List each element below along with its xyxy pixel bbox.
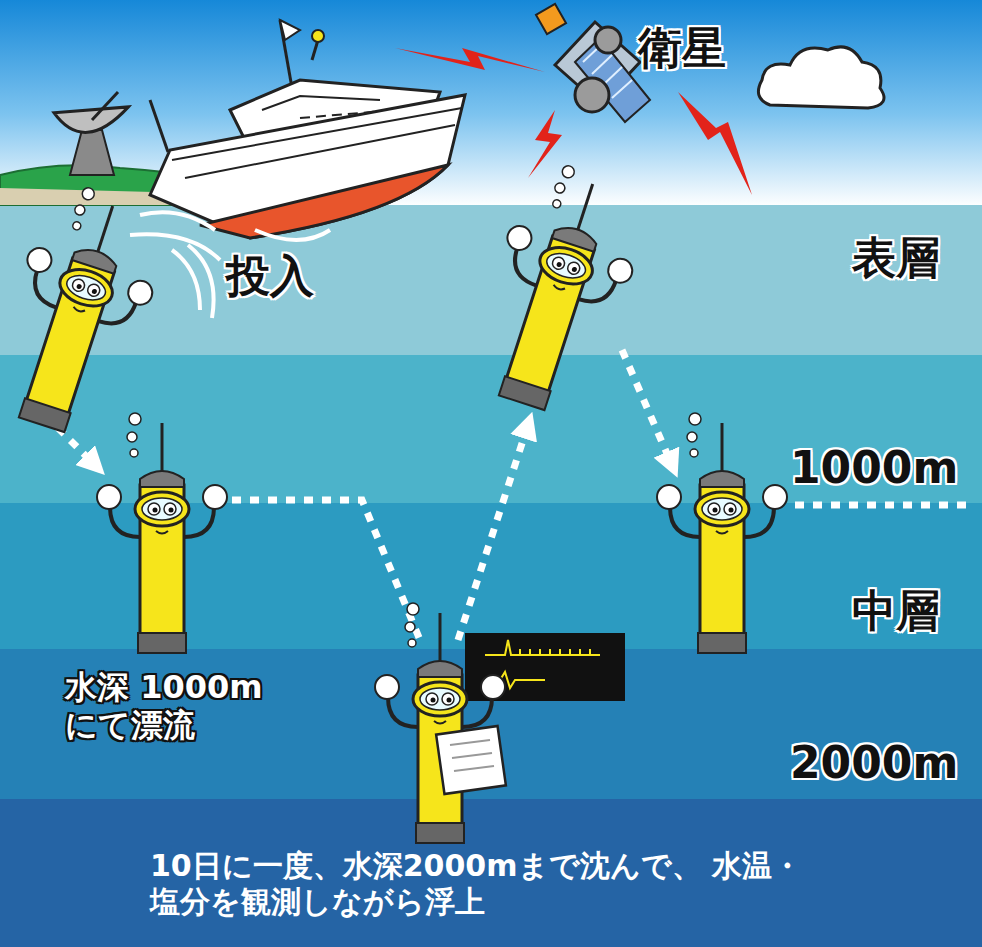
dish-antenna xyxy=(54,88,132,175)
float xyxy=(0,176,178,444)
label-text: 中層 xyxy=(852,585,940,638)
label-text: 表層 xyxy=(852,232,940,285)
sky xyxy=(0,0,982,207)
splash xyxy=(130,212,330,318)
float xyxy=(657,413,787,653)
satellite xyxy=(536,4,650,122)
float xyxy=(375,603,505,843)
float xyxy=(97,413,227,653)
label-text: 投入 xyxy=(226,250,314,303)
deep-layer xyxy=(0,799,982,947)
clipboard xyxy=(436,726,506,794)
label-text: 10日に一度、水深2000mまで沈んで、 水温・塩分を観測しながら浮上 xyxy=(150,848,890,920)
label-text: 水深 1000m にて漂流 xyxy=(65,668,330,745)
label-text: 2000m xyxy=(790,737,958,790)
label-text: 1000m xyxy=(790,442,958,495)
research-ship xyxy=(150,20,465,238)
float xyxy=(460,154,658,422)
surface-layer xyxy=(0,205,982,357)
cloud xyxy=(758,47,884,108)
label-text: 衛星 xyxy=(638,22,726,75)
